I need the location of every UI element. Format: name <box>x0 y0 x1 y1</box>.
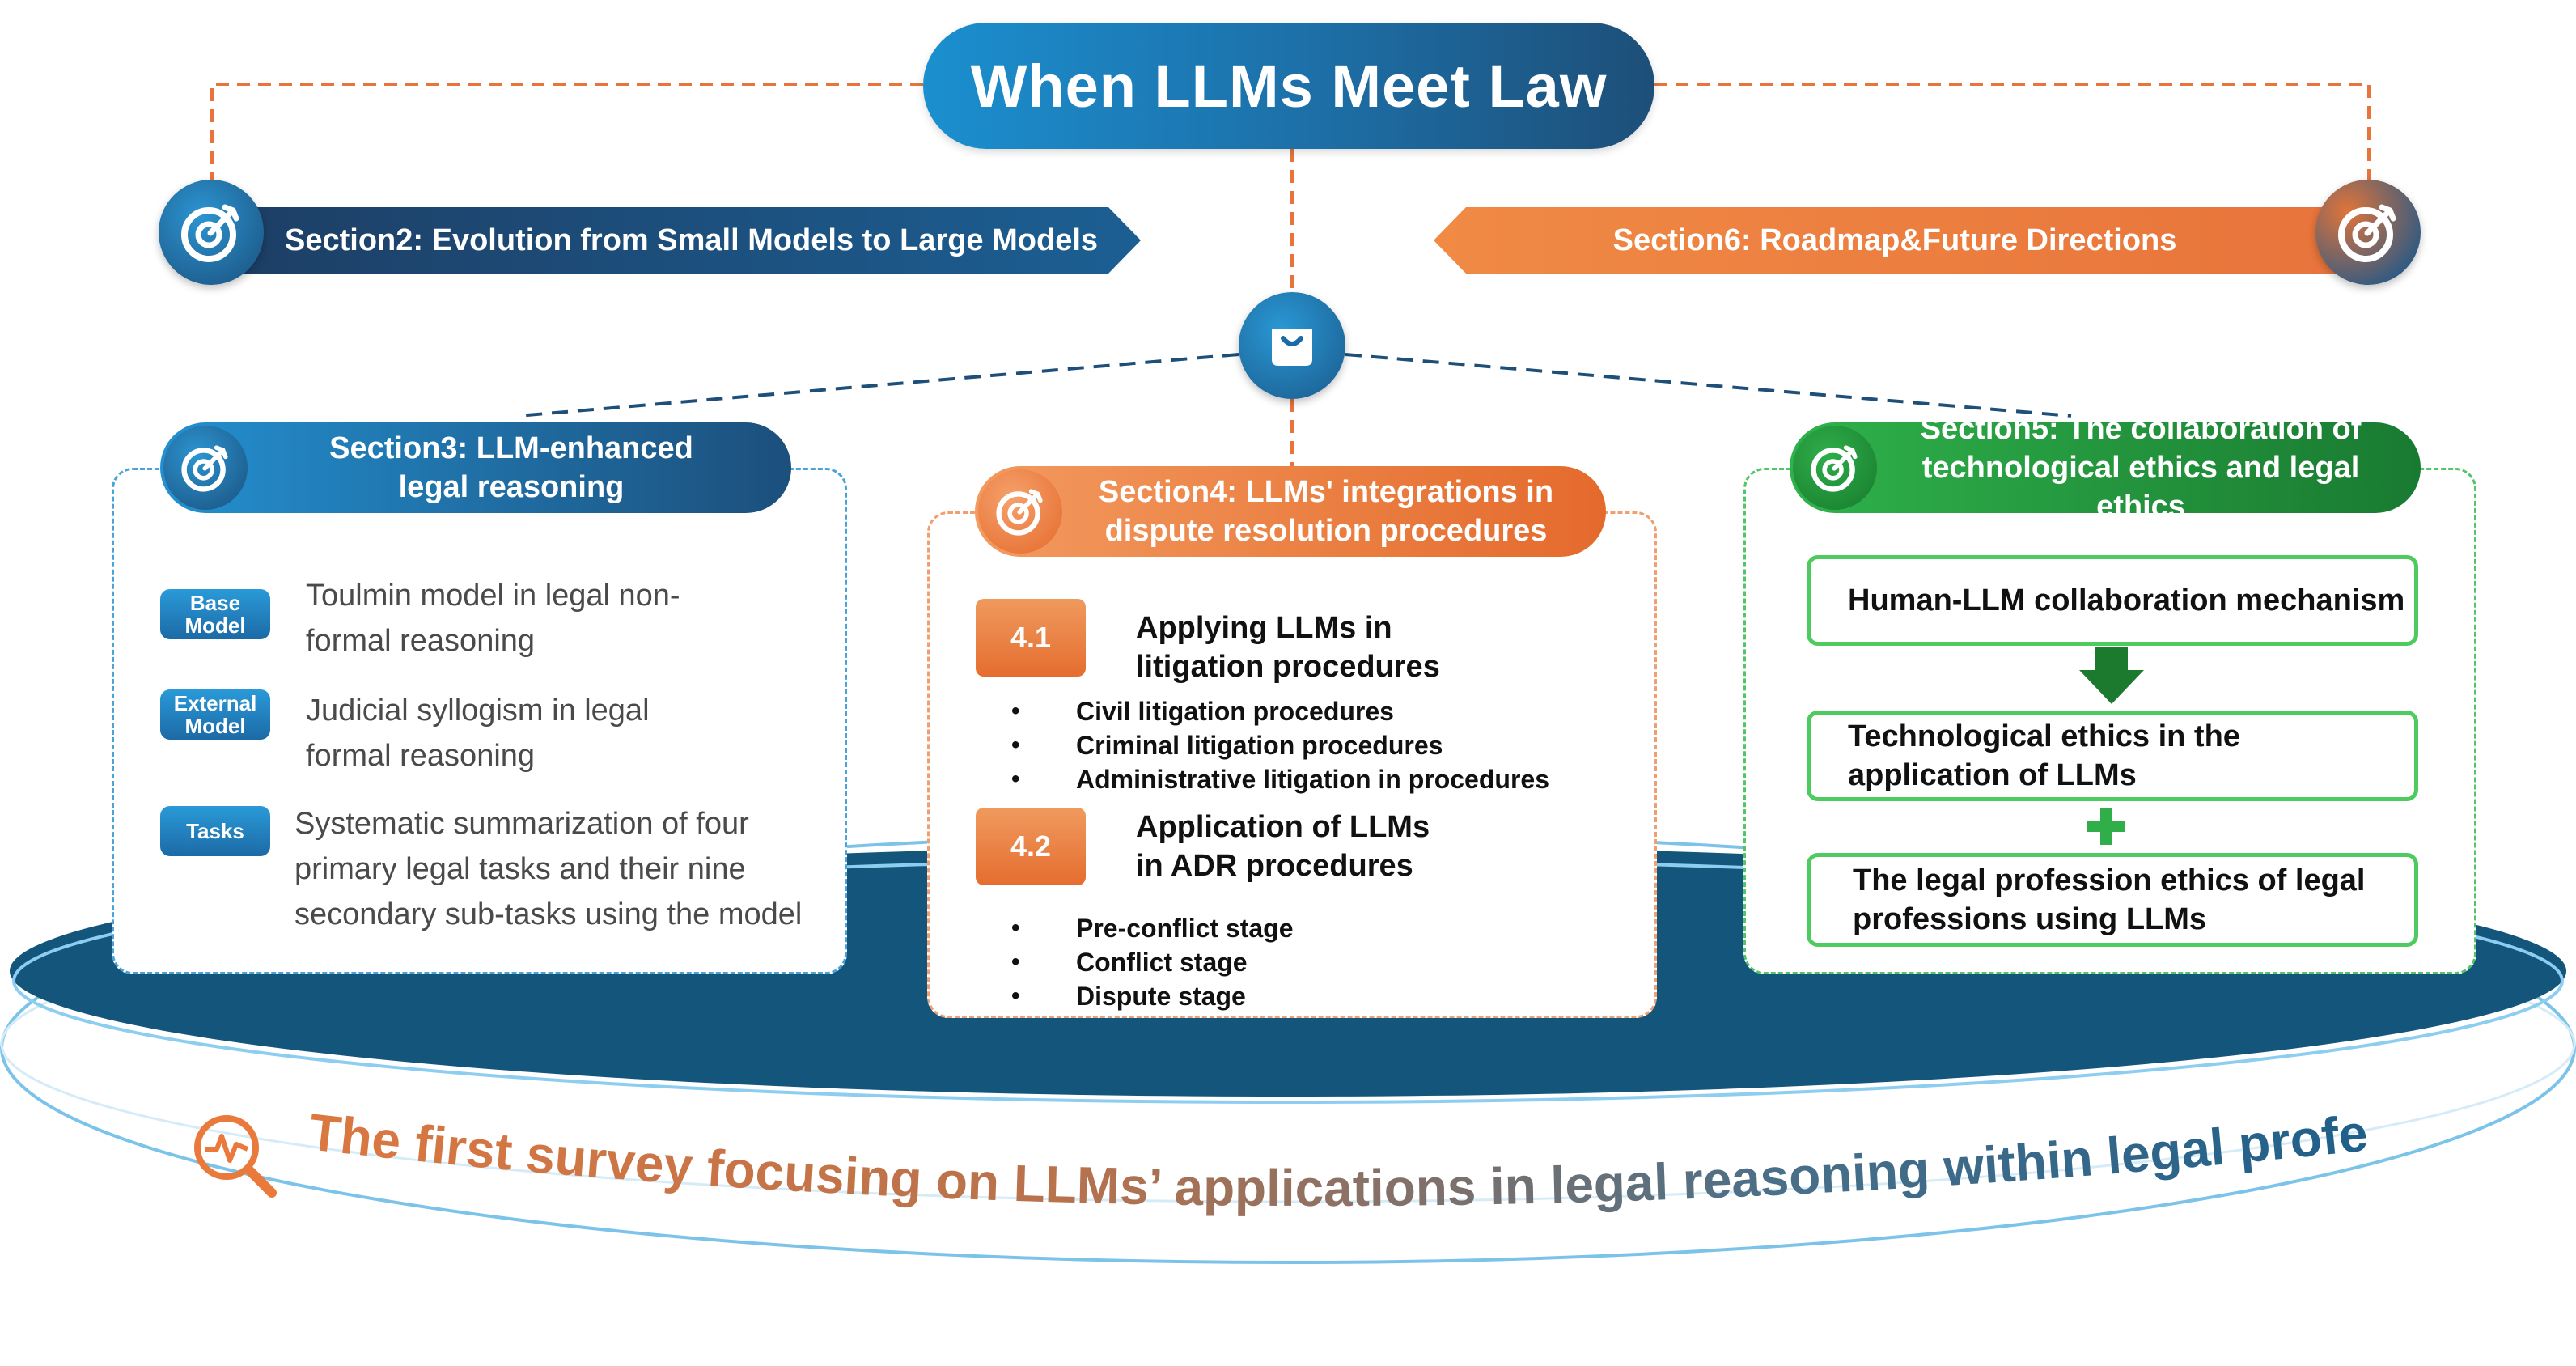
plus-icon <box>2087 808 2125 849</box>
syllogism-description: Judicial syllogism in legal formal reaso… <box>306 694 650 773</box>
legal-ethics-box: The legal profession ethics of legal pro… <box>1807 853 2418 947</box>
badge-4-2: 4.2 <box>976 808 1086 885</box>
group-4-1-list: Civil litigation procedures Criminal lit… <box>1011 694 1549 796</box>
tasks-tag: Tasks <box>160 806 270 856</box>
target-icon <box>978 469 1062 554</box>
section2-banner: Section2: Evolution from Small Models to… <box>243 207 1141 274</box>
group-4-2-title: Application of LLMs in ADR procedures <box>1136 810 1430 883</box>
section6-banner: Section6: Roadmap&Future Directions <box>1434 207 2340 274</box>
down-arrow-icon <box>2079 647 2144 708</box>
target-icon <box>2315 180 2421 285</box>
toulmin-description: Toulmin model in legal non- formal reaso… <box>306 579 680 658</box>
target-icon <box>1793 426 1877 510</box>
connector-left <box>210 83 923 181</box>
section3-title: Section3: LLM-enhanced legal reasoning <box>329 431 693 504</box>
list-item: Pre-conflict stage <box>1011 911 1294 945</box>
section5-header: Section5: The collaboration of technolog… <box>1790 412 2421 524</box>
section6-label: Section6: Roadmap&Future Directions <box>1612 223 2177 257</box>
section5-title: Section5: The collaboration of technolog… <box>1920 412 2362 524</box>
section3-header: Section3: LLM-enhanced legal reasoning <box>160 422 791 513</box>
connector-right <box>1654 83 2371 181</box>
connector-hub-left <box>517 353 1239 418</box>
section4-header: Section4: LLMs' integrations in dispute … <box>975 466 1606 557</box>
main-title-pill: When LLMs Meet Law <box>923 23 1654 149</box>
target-icon <box>163 426 248 510</box>
badge-4-1: 4.1 <box>976 599 1086 677</box>
list-item: Conflict stage <box>1011 945 1294 979</box>
list-item: Criminal litigation procedures <box>1011 728 1549 762</box>
section2-label: Section2: Evolution from Small Models to… <box>285 223 1099 257</box>
list-item: Dispute stage <box>1011 979 1294 1013</box>
connector-hub-right <box>1345 353 2072 418</box>
shopping-bag-icon <box>1239 292 1345 399</box>
list-item: Administrative litigation in procedures <box>1011 762 1549 796</box>
group-4-2-list: Pre-conflict stage Conflict stage Disput… <box>1011 911 1294 1013</box>
main-title: When LLMs Meet Law <box>970 52 1608 120</box>
human-llm-box: Human-LLM collaboration mechanism <box>1807 555 2418 646</box>
magnifier-pulse-icon <box>194 1115 277 1198</box>
section4-title: Section4: LLMs' integrations in dispute … <box>1098 475 1554 548</box>
tech-ethics-box: Technological ethics in the application … <box>1807 711 2418 801</box>
tasks-description: Systematic summarization of four primary… <box>294 807 803 931</box>
group-4-1-title: Applying LLMs in litigation procedures <box>1136 611 1440 684</box>
list-item: Civil litigation procedures <box>1011 694 1549 728</box>
target-icon <box>159 180 264 285</box>
